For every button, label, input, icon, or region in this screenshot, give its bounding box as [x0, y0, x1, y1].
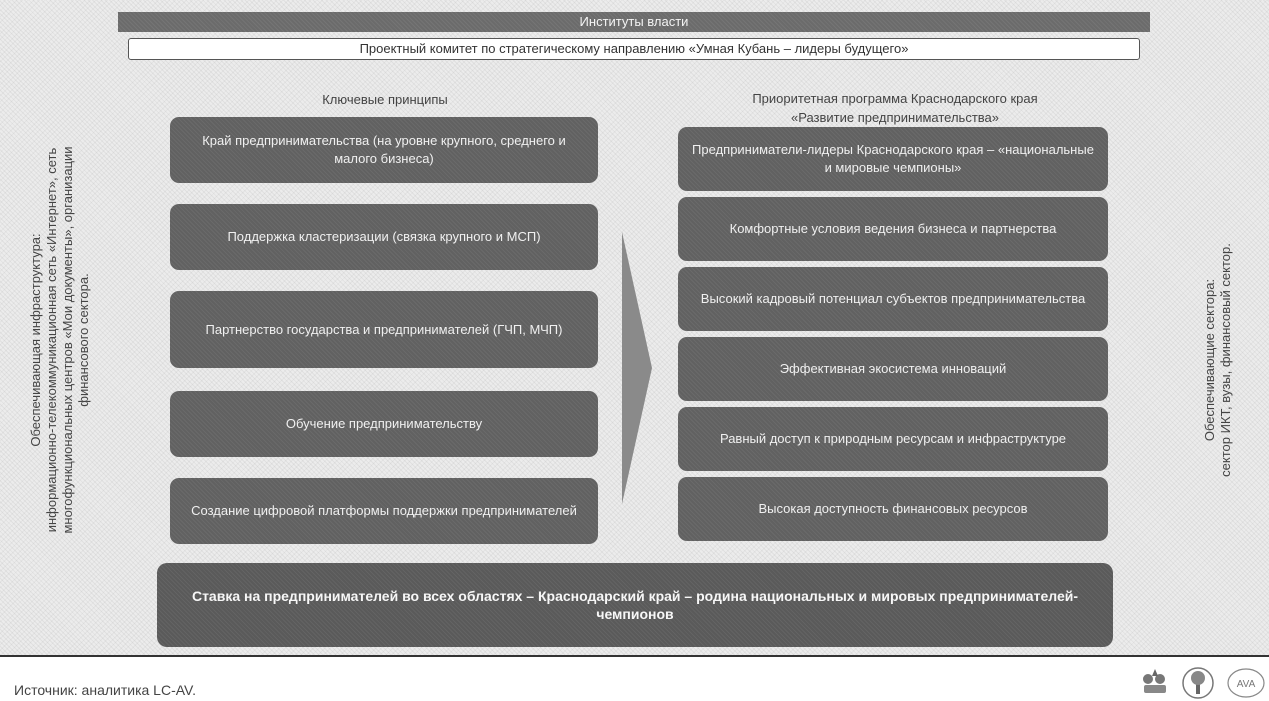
sectors-side-text: Обеспечивающие сектора: сектор ИКТ, вузы…	[1202, 195, 1234, 525]
infrastructure-line1: Обеспечивающая инфраструктура:	[28, 233, 43, 447]
priority-program-title: Приоритетная программа Краснодарского кр…	[680, 89, 1110, 127]
key-principles-title: Ключевые принципы	[322, 92, 448, 107]
bottom-statement-box: Ставка на предпринимателей во всех облас…	[157, 563, 1113, 647]
infrastructure-side-text: Обеспечивающая инфраструктура: информаци…	[28, 60, 92, 620]
program-box: Равный доступ к природным ресурсам и инф…	[678, 407, 1108, 471]
program-box: Предприниматели-лидеры Краснодарского кр…	[678, 127, 1108, 191]
sectors-line1: Обеспечивающие сектора:	[1202, 278, 1217, 442]
emblem-logo-icon	[1143, 669, 1166, 693]
ava-logo-icon: AVA	[1227, 668, 1265, 698]
ava-logo-text: AVA	[1237, 679, 1256, 690]
footer-divider	[0, 655, 1269, 657]
infrastructure-line4: финансового сектора.	[76, 273, 91, 407]
committee-box: Проектный комитет по стратегическому нап…	[128, 38, 1140, 60]
program-box: Комфортные условия ведения бизнеса и пар…	[678, 197, 1108, 261]
principle-box: Партнерство государства и предпринимател…	[170, 291, 598, 368]
priority-program-title-line2: «Развитие предпринимательства»	[790, 110, 1000, 125]
principle-box: Край предпринимательства (на уровне круп…	[170, 117, 598, 183]
program-box: Эффективная экосистема инноваций	[678, 337, 1108, 401]
principle-box: Поддержка кластеризации (связка крупного…	[170, 204, 598, 270]
program-box: Высокий кадровый потенциал субъектов пре…	[678, 267, 1108, 331]
tree-logo-icon	[1182, 667, 1214, 699]
principle-box: Обучение предпринимательству	[170, 391, 598, 457]
right-arrow-icon	[622, 232, 652, 504]
infrastructure-line3: многофункциональных центров «Мои докумен…	[60, 146, 75, 534]
institutions-bar: Институты власти	[118, 12, 1150, 32]
source-note: Источник: аналитика LC-AV.	[14, 682, 196, 698]
priority-program-title-line1: Приоритетная программа Краснодарского кр…	[752, 91, 1038, 106]
principle-box: Создание цифровой платформы поддержки пр…	[170, 478, 598, 544]
logo-group: AVA	[1138, 667, 1266, 699]
sectors-line2: сектор ИКТ, вузы, финансовый сектор.	[1218, 243, 1233, 477]
diagram-canvas: Институты власти Проектный комитет по ст…	[0, 0, 1269, 655]
program-box: Высокая доступность финансовых ресурсов	[678, 477, 1108, 541]
infrastructure-line2: информационно-телекоммуникационная сеть …	[44, 147, 59, 533]
